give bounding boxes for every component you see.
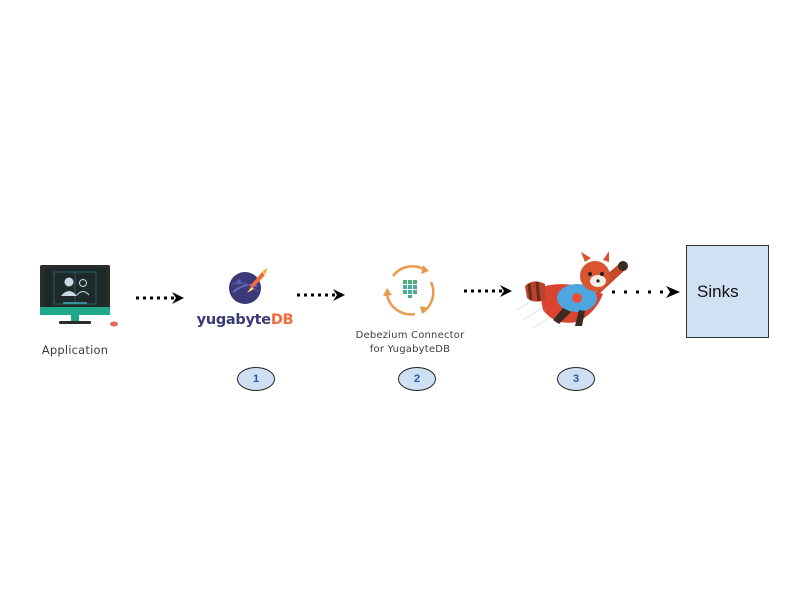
yugabytedb-wordmark: yugabyteDB — [195, 312, 295, 328]
flow-arrow-debezium-to-redpanda — [464, 285, 512, 297]
debezium-label-line2: for YugabyteDB — [369, 344, 451, 355]
sinks-label: Sinks — [697, 281, 739, 301]
step-badge-1: 1 — [237, 367, 275, 391]
computer-monitor-icon — [40, 265, 118, 327]
flow-arrow-yugabyte-to-debezium — [297, 289, 345, 301]
debezium-label-line1: Debezium Connector — [355, 330, 465, 341]
sinks-node: Sinks — [686, 245, 769, 338]
red-panda-mascot-icon — [516, 251, 628, 329]
debezium-label: Debezium Connector for YugabyteDB — [345, 329, 475, 357]
yugabytedb-planet-logo — [229, 268, 267, 304]
yugabyte-wordmark-db: DB — [270, 312, 294, 328]
flow-arrow-app-to-yugabyte — [136, 292, 184, 304]
step-badge-2: 2 — [398, 367, 436, 391]
yugabyte-wordmark-main: yugabyte — [196, 312, 271, 328]
application-label: Application — [41, 343, 109, 357]
step-badge-3: 3 — [557, 367, 595, 391]
flow-arrow-redpanda-to-sinks — [612, 286, 680, 298]
debezium-cycle-logo — [383, 265, 435, 316]
